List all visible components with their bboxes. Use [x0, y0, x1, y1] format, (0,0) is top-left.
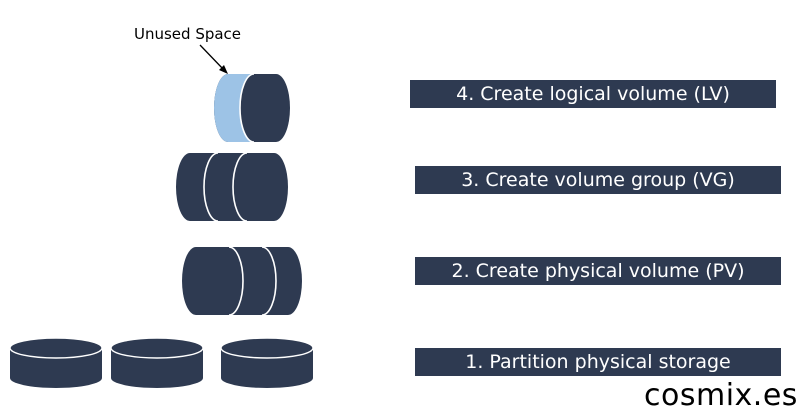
physical-disk-3: [220, 337, 314, 388]
physical-volume-cylinder: [182, 246, 302, 316]
unused-space-label: Unused Space: [134, 25, 242, 43]
volume-group-cylinder: [176, 152, 288, 222]
step-create-physical-volume: 2. Create physical volume (PV): [415, 257, 781, 285]
unused-space-segment: [214, 74, 254, 142]
physical-disk-2: [110, 337, 204, 388]
step-partition-physical-storage: 1. Partition physical storage: [415, 348, 781, 376]
logical-volume-cylinder: [214, 73, 290, 143]
step-create-logical-volume: 4. Create logical volume (LV): [410, 80, 776, 108]
annotation-arrow: [199, 44, 228, 74]
step-create-volume-group: 3. Create volume group (VG): [415, 166, 781, 194]
physical-disk-1: [9, 337, 103, 388]
watermark: cosmix.es: [644, 378, 798, 413]
